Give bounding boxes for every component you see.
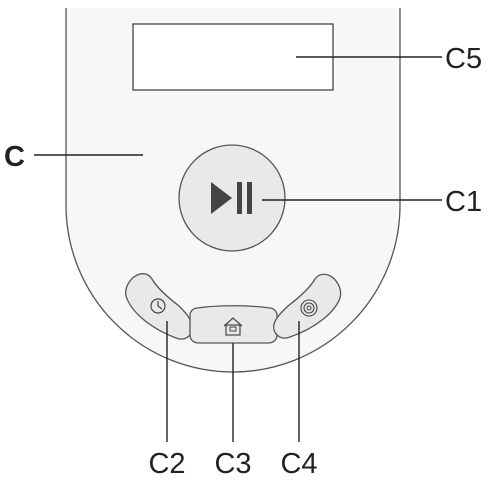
callout-c3: C3 [214, 448, 251, 480]
callout-c2: C2 [148, 448, 185, 480]
callout-c4: C4 [280, 448, 317, 480]
play-pause-icon [211, 182, 252, 214]
callout-c: C [4, 141, 25, 173]
callout-c5: C5 [445, 43, 482, 75]
home-button[interactable] [189, 305, 278, 344]
callout-c1: C1 [445, 186, 482, 218]
play-pause-button[interactable] [178, 144, 286, 252]
clock-icon [150, 298, 166, 314]
spiral-button[interactable] [273, 273, 342, 339]
home-icon [223, 317, 243, 336]
spiral-icon [300, 299, 318, 317]
